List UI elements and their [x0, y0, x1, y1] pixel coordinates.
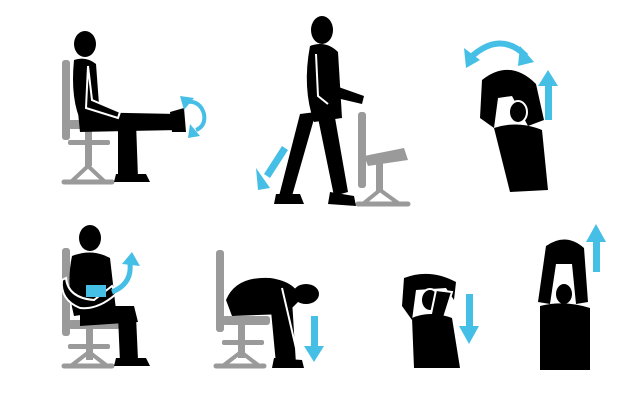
arrow-down-left-icon — [256, 146, 288, 190]
person-figure — [60, 225, 150, 366]
seated-forward-bend-icon — [213, 250, 324, 369]
seated-leg-extension-icon — [61, 31, 207, 185]
person-figure — [480, 69, 548, 192]
standing-calf-stretch-icon — [256, 16, 411, 207]
overhead-triceps-stretch-icon — [402, 273, 479, 368]
arrow-up-icon — [586, 224, 606, 272]
person-figure — [274, 16, 364, 206]
person-figure — [226, 277, 319, 368]
overhead-reach-stretch-icon — [538, 224, 606, 370]
person-figure — [538, 239, 590, 370]
rotate-arrow-icon — [180, 96, 207, 138]
person-figure — [73, 31, 186, 182]
arrow-down-icon — [459, 294, 479, 344]
rotate-arrow-icon — [110, 252, 140, 295]
arrow-down-icon — [304, 316, 324, 362]
curved-arrow-and-arrow-up-icon — [464, 40, 558, 120]
office-chair-icon — [355, 112, 411, 207]
person-figure — [402, 273, 460, 368]
office-chair-icon — [213, 250, 270, 369]
side-bend-stretch-icon — [464, 40, 558, 192]
seated-torso-twist-icon — [60, 225, 150, 369]
